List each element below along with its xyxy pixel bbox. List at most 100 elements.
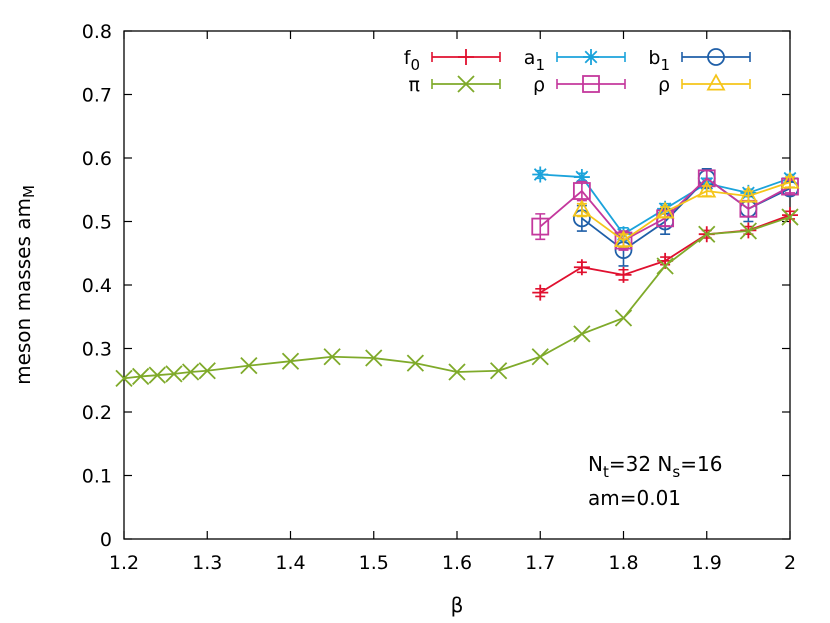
legend-marker [583,49,599,65]
data-point [406,354,425,372]
legend-label: f0 [404,47,420,74]
legend-label: a1 [524,47,545,74]
data-point [198,362,216,380]
legend-label: ρ [658,74,670,96]
data-point [781,208,799,226]
data-point [739,222,758,240]
annotation: Nt=32 Ns=16 am=0.01 [588,452,722,510]
series-layer [115,166,800,387]
legend-marker [458,49,474,65]
data-point [323,348,341,366]
data-point [148,366,166,384]
legend-label: b1 [648,47,670,74]
y-tick-label: 0.3 [82,339,112,361]
data-point [532,284,549,301]
data-point [132,367,150,386]
legend-entry-3: π [409,74,501,96]
y-tick-label: 0.8 [82,21,112,43]
series-2 [572,167,799,267]
x-tick-label: 1.3 [192,552,222,574]
error-bar [743,200,754,218]
data-point [782,207,798,224]
legend-label: ρ [533,74,545,96]
y-tick-label: 0.7 [82,85,112,107]
series-line [123,216,791,380]
data-point [281,352,300,370]
series-5 [572,171,800,248]
data-point [165,365,183,383]
data-point [531,217,550,236]
legend-caps [556,52,626,62]
legend-label-main: f [404,47,412,69]
legend-entry-4: ρ [533,74,626,96]
y-axis-label: meson masses amM [11,185,38,385]
data-point [573,325,591,343]
annotation-line2: am=0.01 [588,486,681,510]
legend-entry-0: f0 [404,47,501,74]
x-tick-label: 1.4 [275,552,305,574]
y-tick-label: 0 [100,529,112,551]
legend-entry-1: a1 [524,47,626,74]
data-point [365,349,383,367]
x-tick-label: 1.7 [525,552,555,574]
x-tick-label: 1.6 [442,552,472,574]
legend-entry-2: b1 [648,47,751,74]
data-point [738,185,758,203]
legend-caps [681,52,751,62]
x-tick-label: 1.9 [692,552,722,574]
error-bar [576,180,587,202]
x-tick-label: 1.8 [608,552,638,574]
series-3 [115,208,799,387]
data-point [697,180,717,198]
y-tick-label: 0.4 [82,275,112,297]
data-point [532,166,549,183]
data-point [573,169,590,186]
legend-marker [707,48,725,66]
x-tick-label: 2 [784,552,796,574]
legend-marker [457,75,475,93]
legend-caps [431,52,501,62]
legend-entry-5: ρ [658,73,751,96]
data-point [240,357,258,375]
data-point [573,259,590,276]
legend-caps [681,79,751,89]
legend-label-sub: 1 [535,56,545,74]
y-tick-label: 0.1 [82,466,112,488]
data-point [531,348,549,366]
data-point [489,362,508,380]
legend-caps [431,79,501,89]
y-tick-labels: 0 0.1 0.2 0.3 0.4 0.5 0.6 0.7 0.8 [82,21,112,551]
x-tick-label: 1.5 [359,552,389,574]
data-point [448,363,466,381]
data-point [572,199,592,217]
legend-label-main: ρ [533,74,545,96]
legend-label-sub: 1 [660,56,670,74]
legend-label-main: π [409,74,420,96]
legend-label-main: b [648,47,660,69]
legend-marker [582,75,600,93]
data-point [615,266,632,283]
data-point [780,171,800,189]
legend-label-sub: 0 [410,56,420,74]
plot-frame [123,30,791,540]
data-point [115,369,133,387]
data-point [614,309,633,327]
x-axis-label: β [451,593,464,617]
data-point [655,201,675,219]
legend-label: π [409,74,420,96]
data-point [181,363,200,381]
legend-label-main: a [524,47,536,69]
y-tick-label: 0.2 [82,402,112,424]
y-tick-label: 0.6 [82,148,112,170]
legend-label-main: ρ [658,74,670,96]
legend-marker [706,73,726,91]
data-point [613,229,634,248]
legend-caps [556,79,626,89]
y-tick-label: 0.5 [82,212,112,234]
data-point [572,182,591,200]
series-line [581,181,791,242]
data-point [656,257,674,275]
